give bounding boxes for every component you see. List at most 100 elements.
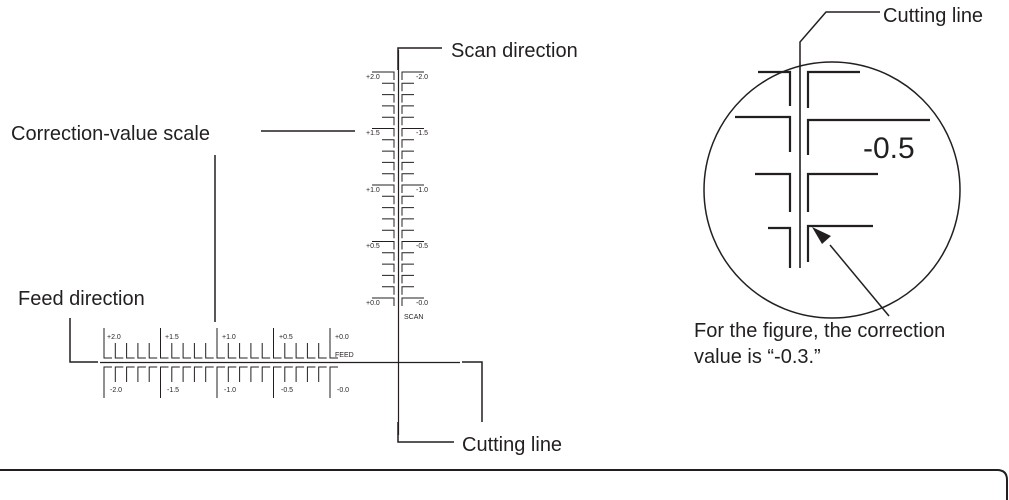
zoom-left-mark [735, 115, 792, 152]
scan-direction-leader [397, 47, 442, 70]
feed-tick-top [318, 343, 327, 359]
scan-tick-left [372, 128, 395, 137]
feed-tick-top [273, 328, 282, 359]
frame-edge [0, 469, 1008, 500]
feed-tick-top [239, 343, 248, 359]
correction-note-line2: value is “-0.3.” [694, 346, 821, 368]
note-leader [829, 244, 890, 317]
feed-tick-bottom [306, 366, 316, 382]
zoom-right-mark [806, 172, 878, 212]
scan-right-label: -2.0 [416, 74, 428, 81]
feed-bottom-label: -0.0 [337, 387, 349, 394]
feed-bottom-label: -1.5 [167, 387, 179, 394]
scan-tick-right [401, 207, 414, 216]
scan-tick-left [382, 274, 395, 284]
feed-tick-bottom [273, 366, 282, 398]
feed-tick-bottom [227, 366, 237, 382]
feed-tick-top [182, 343, 192, 359]
feed-tick-bottom [193, 366, 203, 382]
scan-tick-right [401, 286, 414, 295]
feed-tick-bottom [318, 366, 327, 382]
feed-tick-bottom [103, 366, 112, 398]
scan-right-label: -1.5 [416, 130, 428, 137]
scan-tick-left [382, 82, 395, 92]
feed-tick-bottom [171, 366, 180, 382]
feed-tag: FEED [335, 352, 354, 359]
scan-left-label: +0.5 [366, 243, 380, 250]
scan-tick-left [382, 94, 395, 103]
scan-tag: SCAN [404, 314, 423, 321]
scan-right-label: -0.5 [416, 243, 428, 250]
scan-tick-right [401, 94, 414, 103]
scan-tick-right [401, 71, 424, 80]
feed-tick-bottom [261, 366, 271, 382]
scan-tick-right [401, 252, 414, 261]
zoom-left-mark [755, 172, 792, 212]
feed-tick-bottom [182, 366, 192, 382]
feed-tick-top [261, 343, 271, 359]
feed-tick-bottom [160, 366, 169, 398]
feed-bottom-label: -1.0 [224, 387, 236, 394]
scan-tick-right [401, 150, 414, 160]
feed-tick-top [306, 343, 316, 359]
scan-left-label: +2.0 [366, 74, 380, 81]
feed-tick-bottom [216, 366, 225, 398]
scan-tick-left [382, 173, 395, 182]
feed-tick-top [227, 343, 237, 359]
feed-tick-top [205, 343, 214, 359]
feed-tick-bottom [114, 366, 124, 382]
scan-tick-right [401, 297, 424, 306]
feed-bottom-label: -2.0 [110, 387, 122, 394]
scan-tick-left [382, 218, 395, 227]
scan-tick-right [401, 263, 414, 273]
feed-tick-bottom [239, 366, 248, 382]
zoom-right-mark [806, 118, 930, 155]
scan-tick-left [382, 263, 395, 273]
scan-tick-marks [372, 71, 424, 306]
feed-tick-bottom [137, 366, 146, 382]
cutting-line-leader-bottom [397, 422, 454, 443]
scan-tick-left [382, 229, 395, 239]
feed-top-label: +2.0 [107, 334, 121, 341]
scan-tick-right [401, 161, 414, 171]
feed-tick-top [103, 328, 112, 359]
scan-tick-right [401, 184, 424, 193]
scan-tick-right [401, 105, 414, 114]
feed-tick-bottom [329, 366, 338, 398]
feed-tick-top [171, 343, 180, 359]
feed-tick-top [216, 328, 225, 359]
feed-tick-top [126, 343, 135, 359]
zoom-left-mark [768, 226, 792, 268]
scan-tick-right [401, 241, 424, 250]
scan-tick-left [382, 252, 395, 261]
feed-tick-bottom [295, 366, 305, 382]
scan-left-label: +0.0 [366, 300, 380, 307]
scan-tick-left [372, 297, 395, 306]
scan-tick-left [382, 105, 395, 114]
zoom-right-mark [806, 224, 873, 262]
feed-scale: +2.0 +1.5 +1.0 +0.5 +0.0 -2.0 -1.5 -1.0 … [100, 328, 460, 398]
scan-tick-left [382, 150, 395, 160]
scan-tick-right [401, 128, 424, 137]
scan-tick-left [382, 286, 395, 295]
feed-tick-marks [103, 328, 338, 398]
feed-tick-top [284, 343, 293, 359]
feed-tick-top [137, 343, 146, 359]
scan-tick-left [382, 207, 395, 216]
scan-tick-left [382, 139, 395, 148]
scan-tick-left [372, 71, 395, 80]
feed-tick-bottom [148, 366, 158, 382]
feed-top-label: +1.0 [222, 334, 236, 341]
scan-left-label: +1.5 [366, 130, 380, 137]
feed-tick-bottom [250, 366, 259, 382]
feed-top-label: +0.5 [279, 334, 293, 341]
scan-right-label: -1.0 [416, 187, 428, 194]
feed-bottom-label: -0.5 [281, 387, 293, 394]
feed-tick-bottom [284, 366, 293, 382]
scan-tick-right [401, 82, 414, 92]
feed-tick-top [329, 328, 338, 359]
scan-tick-right [401, 139, 414, 148]
correction-value-scale-label: Correction-value scale [11, 123, 210, 145]
cutting-line-leader-top [799, 11, 880, 62]
scan-tick-right [401, 116, 414, 126]
